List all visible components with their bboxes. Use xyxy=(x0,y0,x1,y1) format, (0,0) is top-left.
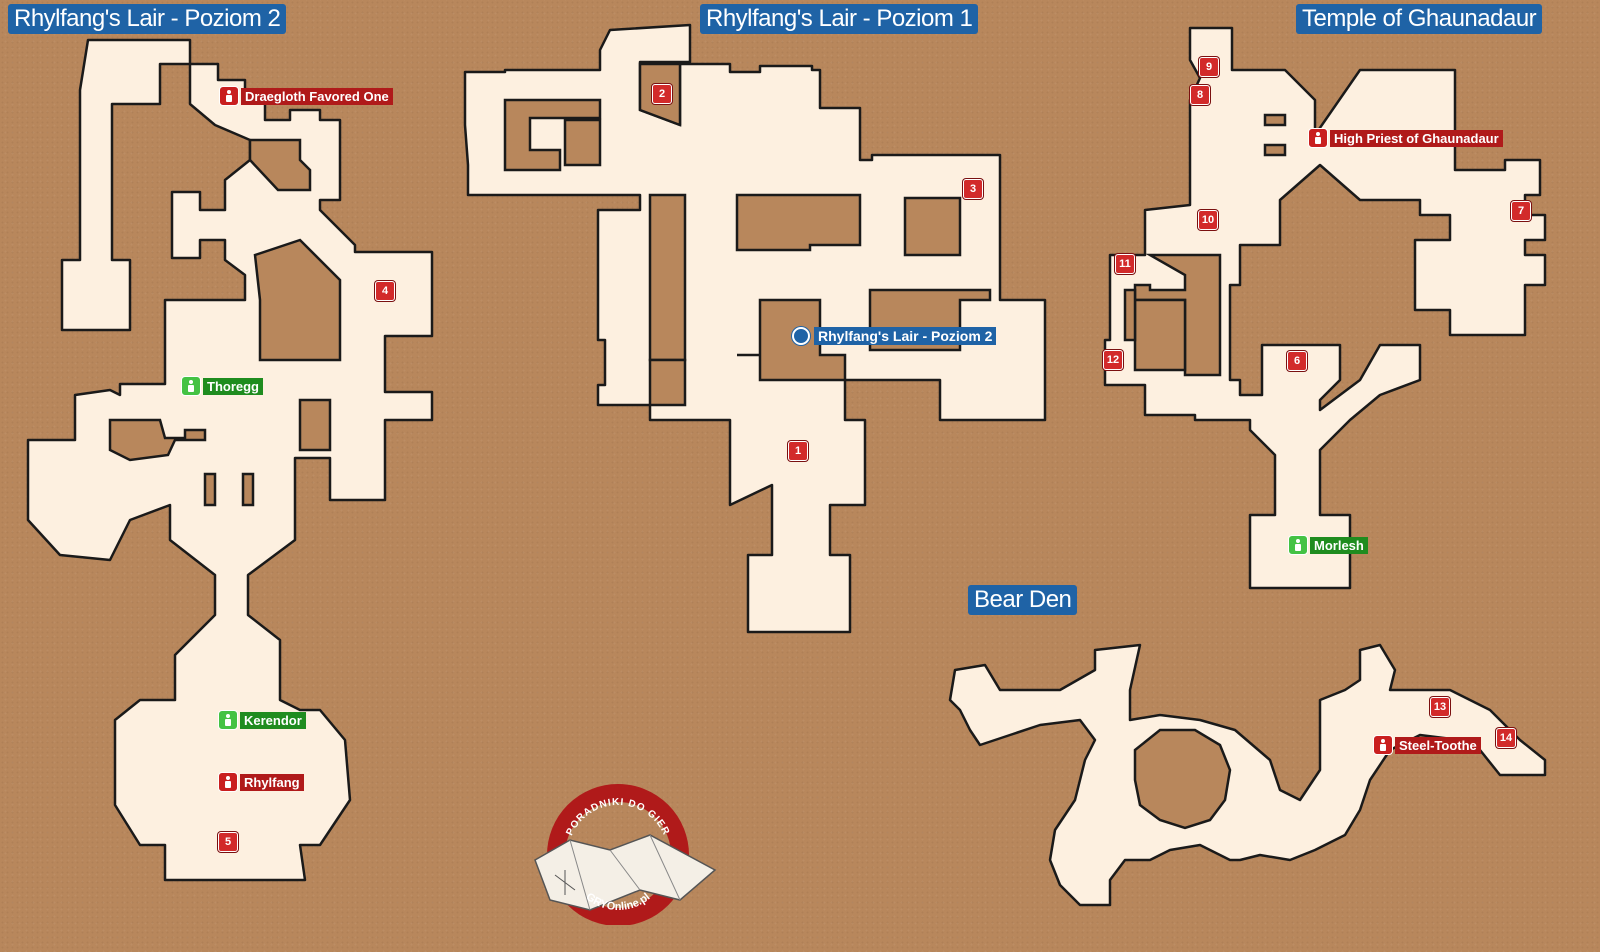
map-lair-level-1 xyxy=(463,23,1047,634)
person-icon xyxy=(1288,535,1308,555)
npc-label: Rhylfang xyxy=(240,773,304,791)
person-icon xyxy=(1373,735,1393,755)
person-icon xyxy=(219,86,239,106)
npc-thoregg[interactable]: Thoregg xyxy=(181,376,263,396)
portal-dot-icon xyxy=(792,327,810,345)
npc-label: High Priest of Ghaunadaur xyxy=(1330,129,1503,147)
person-icon xyxy=(218,772,238,792)
npc-steel-toothe[interactable]: Steel-Toothe xyxy=(1373,735,1481,755)
person-icon xyxy=(181,376,201,396)
portal-to-level-2[interactable]: Rhylfang's Lair - Poziom 2 xyxy=(792,326,997,346)
title-lair-level-1: Rhylfang's Lair - Poziom 1 xyxy=(700,4,979,34)
marker-2[interactable]: 2 xyxy=(652,84,672,104)
map-lair-level-2 xyxy=(26,38,434,882)
npc-label: Thoregg xyxy=(203,377,263,395)
marker-1[interactable]: 1 xyxy=(788,441,808,461)
marker-3[interactable]: 3 xyxy=(963,179,983,199)
title-temple: Temple of Ghaunadaur xyxy=(1296,4,1543,34)
marker-4[interactable]: 4 xyxy=(375,281,395,301)
npc-draegloth-favored-one[interactable]: Draegloth Favored One xyxy=(219,86,393,106)
person-icon xyxy=(1308,128,1328,148)
map-bear-den xyxy=(948,643,1547,907)
marker-6[interactable]: 6 xyxy=(1287,351,1307,371)
marker-9[interactable]: 9 xyxy=(1199,57,1219,77)
npc-label: Morlesh xyxy=(1310,536,1368,554)
marker-7[interactable]: 7 xyxy=(1511,201,1531,221)
marker-13[interactable]: 13 xyxy=(1430,697,1450,717)
npc-label: Steel-Toothe xyxy=(1395,736,1481,754)
person-icon xyxy=(218,710,238,730)
npc-label: Draegloth Favored One xyxy=(241,87,393,105)
npc-high-priest[interactable]: High Priest of Ghaunadaur xyxy=(1308,128,1503,148)
npc-rhylfang[interactable]: Rhylfang xyxy=(218,772,304,792)
npc-kerendor[interactable]: Kerendor xyxy=(218,710,306,730)
npc-label: Kerendor xyxy=(240,711,306,729)
marker-5[interactable]: 5 xyxy=(218,832,238,852)
title-bear-den: Bear Den xyxy=(968,585,1078,615)
marker-14[interactable]: 14 xyxy=(1496,728,1516,748)
marker-12[interactable]: 12 xyxy=(1103,350,1123,370)
map-temple xyxy=(1103,26,1547,590)
map-logo-icon: PORADNIKI DO GIER GRYOnline.pl xyxy=(534,784,717,925)
marker-10[interactable]: 10 xyxy=(1198,210,1218,230)
title-lair-level-2: Rhylfang's Lair - Poziom 2 xyxy=(8,4,287,34)
portal-label: Rhylfang's Lair - Poziom 2 xyxy=(814,327,997,345)
npc-morlesh[interactable]: Morlesh xyxy=(1288,535,1368,555)
marker-8[interactable]: 8 xyxy=(1190,85,1210,105)
marker-11[interactable]: 11 xyxy=(1115,254,1135,274)
